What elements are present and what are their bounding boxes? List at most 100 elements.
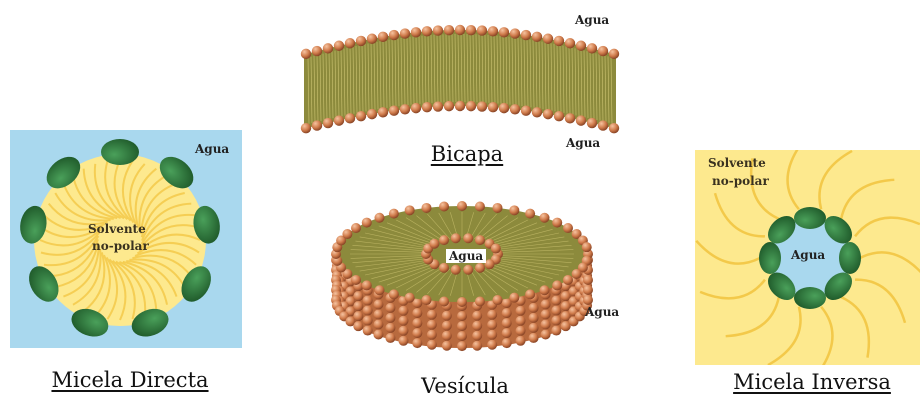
lipid-head (374, 213, 384, 223)
lipid-head (353, 321, 363, 331)
lipid-head (532, 32, 542, 42)
lipid-head (451, 265, 461, 275)
lipid-head (362, 280, 372, 290)
lipid-head (389, 289, 399, 299)
lipid-head (487, 330, 497, 340)
lipid-head (301, 49, 311, 59)
lipid-head (491, 244, 501, 254)
lipid-head (451, 233, 461, 243)
lipid-head (551, 326, 561, 336)
polar-head (101, 139, 139, 165)
lipid-head (444, 101, 454, 111)
lipid-head (405, 293, 415, 303)
lipid-head (427, 340, 437, 350)
lipid-head (378, 32, 388, 42)
lipid-head (422, 102, 432, 112)
lipid-head (412, 338, 422, 348)
lipid-head (378, 107, 388, 117)
lipid-head (323, 118, 333, 128)
lipid-head (516, 316, 526, 326)
lipid-head (362, 218, 372, 228)
lipid-head (427, 310, 437, 320)
lipid-head (389, 30, 399, 40)
lipid-head (587, 118, 597, 128)
lipid-head (475, 297, 485, 307)
lipid-head (411, 27, 421, 37)
lipid-head (552, 280, 562, 290)
lipid-head (439, 263, 449, 273)
lipid-head (351, 223, 361, 233)
lipid-head (583, 275, 593, 285)
lipid-head (543, 34, 553, 44)
lipid-head (499, 27, 509, 37)
inverse-solvent-label-line2: no-polar (712, 174, 769, 188)
direct-micelle-caption: Micela Directa (30, 368, 230, 392)
lipid-head (442, 341, 452, 351)
lipid-head (609, 49, 619, 59)
polar-head (759, 242, 781, 274)
lipid-head (487, 320, 497, 330)
inverse-micelle-caption: Micela Inversa (712, 370, 912, 394)
lipid-head (552, 218, 562, 228)
lipid-head (433, 25, 443, 35)
lipid-head (412, 328, 422, 338)
polar-head (839, 242, 861, 274)
lipid-head (509, 205, 519, 215)
lipid-head (502, 318, 512, 328)
lipid-head (543, 109, 553, 119)
lipid-head (412, 308, 422, 318)
lipid-head (551, 316, 561, 326)
lipid-head (374, 285, 384, 295)
lipid-head (521, 30, 531, 40)
lipid-head (411, 103, 421, 113)
lipid-head (389, 105, 399, 115)
lipid-head (427, 330, 437, 340)
lipid-head (541, 309, 551, 319)
lipid-head (342, 229, 352, 239)
bilayer-water-bottom-label: Agua (566, 136, 600, 150)
lipid-head (541, 329, 551, 339)
lipid-head (532, 107, 542, 117)
lipid-head (563, 223, 573, 233)
lipid-head (345, 38, 355, 48)
lipid-head (301, 123, 311, 133)
lipid-head (565, 113, 575, 123)
bilayer-caption: Bicapa (412, 142, 522, 166)
lipid-head (373, 299, 383, 309)
vesicle-figure (330, 200, 610, 360)
lipid-head (565, 38, 575, 48)
vesicle-illustration (330, 200, 610, 360)
lipid-head (363, 316, 373, 326)
lipid-head (529, 303, 539, 313)
lipid-head (429, 239, 439, 249)
lipid-head (457, 311, 467, 321)
lipid-head (373, 319, 383, 329)
lipid-head (572, 269, 582, 279)
bilayer-figure (290, 14, 630, 146)
lipid-head (516, 336, 526, 346)
lipid-head (463, 233, 473, 243)
polar-head (794, 287, 826, 309)
lipid-head (389, 209, 399, 219)
lipid-head (529, 323, 539, 333)
direct-water-label: Agua (195, 142, 229, 156)
lipid-head (472, 331, 482, 341)
lipid-head (609, 123, 619, 133)
lipid-head (444, 25, 454, 35)
lipid-head (385, 333, 395, 343)
lipid-head (373, 329, 383, 339)
lipid-head (439, 235, 449, 245)
lipid-head (367, 109, 377, 119)
lipid-head (422, 295, 432, 305)
lipid-head (583, 295, 593, 305)
lipid-head (598, 46, 608, 56)
lipid-head (457, 321, 467, 331)
lipid-head (385, 323, 395, 333)
lipid-head (385, 313, 395, 323)
lipid-head (457, 331, 467, 341)
lipid-head (502, 328, 512, 338)
lipid-head (529, 333, 539, 343)
lipid-head (587, 43, 597, 53)
lipid-head (475, 235, 485, 245)
vesicle-water-inner-label: Agua (446, 249, 486, 263)
